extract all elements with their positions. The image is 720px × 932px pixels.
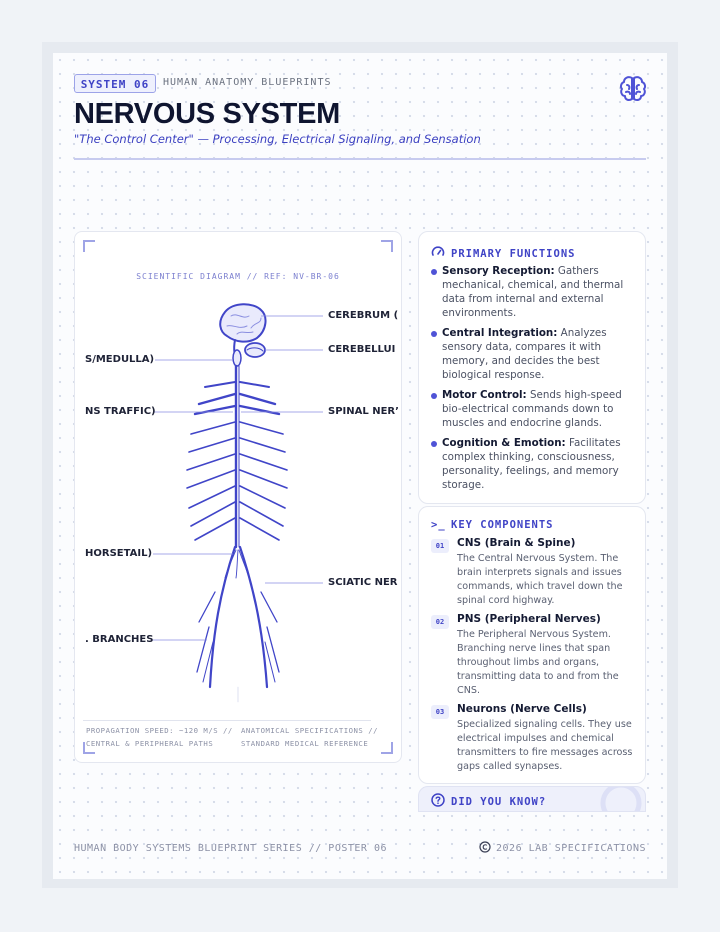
corner-bracket [381, 240, 393, 252]
footer-series-text: HUMAN BODY SYSTEMS BLUEPRINT SERIES // P… [74, 843, 387, 854]
terminal-icon: >_ [431, 519, 446, 531]
footer-copyright-text: 2026 LAB SPECIFICATIONS [496, 843, 646, 854]
function-text: Motor Control: Sends high-speed bio-elec… [442, 388, 642, 430]
key-components-heading: >_ KEY COMPONENTS [431, 519, 554, 531]
footer-left-line: PROPAGATION SPEED: ~120 M/S // [86, 726, 233, 735]
component-description: The Peripheral Nervous System. Branching… [457, 629, 619, 696]
component-number: 01 [431, 539, 449, 553]
label-cerebellum: CEREBELLUI [328, 344, 396, 355]
component-title: Neurons (Nerve Cells) [457, 703, 587, 715]
anatomy-diagram-panel: SCIENTIFIC DIAGRAM // REF: NV-BR-06 [74, 231, 402, 763]
did-you-know-heading: DID YOU KNOW? [431, 793, 546, 808]
component-number: 03 [431, 705, 449, 719]
component-number: 02 [431, 615, 449, 629]
decorative-brain-icon [600, 787, 642, 811]
function-title: Central Integration: [442, 327, 558, 339]
primary-functions-heading: PRIMARY FUNCTIONS [431, 245, 575, 260]
label-peripheral-branches: . BRANCHES [85, 634, 154, 645]
component-title: CNS (Brain & Spine) [457, 537, 576, 549]
component-title: PNS (Peripheral Nerves) [457, 613, 601, 625]
label-spinal-cord: NS TRAFFIC) [85, 406, 156, 417]
function-description: Analyzes sensory data, compares it with … [442, 327, 607, 381]
key-components-card: >_KEY COMPONENTS 01 CNS (Brain & Spine) … [418, 506, 646, 784]
function-title: Sensory Reception: [442, 265, 555, 277]
did-you-know-title: DID YOU KNOW? [451, 796, 547, 808]
system-badge: SYSTEM 06 [74, 74, 156, 93]
label-spinal-nerves: SPINAL NERʼ [328, 406, 399, 417]
function-text: Central Integration: Analyzes sensory da… [442, 326, 642, 382]
key-components-title: KEY COMPONENTS [451, 519, 554, 531]
bullet-dot [431, 331, 437, 337]
page-subtitle: "The Control Center" — Processing, Elect… [74, 132, 481, 146]
corner-bracket [381, 742, 393, 754]
primary-functions-card: PRIMARY FUNCTIONS Sensory Reception: Gat… [418, 231, 646, 504]
primary-functions-title: PRIMARY FUNCTIONS [451, 248, 576, 260]
function-description: Gathers mechanical, chemical, and therma… [442, 265, 624, 319]
nervous-system-illustration [151, 303, 323, 703]
bullet-dot [431, 393, 437, 399]
header-divider [74, 158, 646, 160]
footer-left-line: CENTRAL & PERIPHERAL PATHS [86, 739, 214, 748]
footer-right-line: STANDARD MEDICAL REFERENCE [241, 739, 369, 748]
bullet-dot [431, 269, 437, 275]
brain-icon [619, 76, 647, 101]
copyright-icon [479, 841, 491, 853]
function-title: Cognition & Emotion: [442, 437, 566, 449]
function-text: Sensory Reception: Gathers mechanical, c… [442, 264, 642, 320]
label-sciatic-nerve: SCIATIC NER [328, 577, 398, 588]
label-cerebrum: CEREBRUM ( [328, 310, 399, 321]
diagram-footer-right: ANATOMICAL SPECIFICATIONS // STANDARD ME… [241, 724, 378, 750]
footer-copyright: 2026 LAB SPECIFICATIONS [479, 841, 646, 854]
gauge-icon [431, 246, 445, 256]
did-you-know-card: DID YOU KNOW? [418, 786, 646, 812]
function-title: Motor Control: [442, 389, 527, 401]
page-title: NERVOUS SYSTEM [74, 98, 340, 130]
component-description: The Central Nervous System. The brain in… [457, 553, 623, 606]
function-text: Cognition & Emotion: Facilitates complex… [442, 436, 642, 492]
diagram-reference: SCIENTIFIC DIAGRAM // REF: NV-BR-06 [136, 272, 340, 281]
diagram-footer-divider [83, 720, 371, 721]
label-brainstem-medulla: S/MEDULLA) [85, 354, 155, 365]
label-cauda-equina: HORSETAIL) [85, 548, 153, 559]
function-description: Sends high-speed bio-electrical commands… [442, 389, 622, 429]
question-circle-icon [431, 793, 445, 807]
diagram-footer-left: PROPAGATION SPEED: ~120 M/S // CENTRAL &… [86, 724, 233, 750]
corner-bracket [83, 240, 95, 252]
series-label: HUMAN ANATOMY BLUEPRINTS [163, 77, 332, 88]
component-description: Specialized signaling cells. They use el… [457, 719, 633, 772]
function-description: Facilitates complex thinking, consciousn… [442, 437, 621, 491]
footer-right-line: ANATOMICAL SPECIFICATIONS // [241, 726, 379, 735]
corner-bracket [83, 742, 95, 754]
bullet-dot [431, 441, 437, 447]
